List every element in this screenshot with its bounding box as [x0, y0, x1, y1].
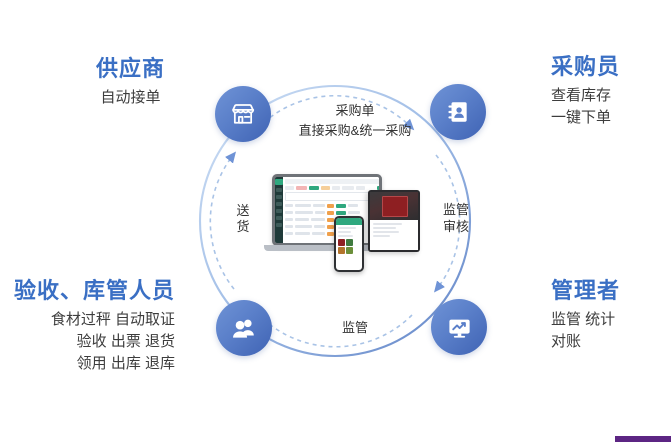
node-supplier[interactable]: [215, 86, 271, 142]
flow-right-line2: 审核: [442, 218, 469, 234]
product-thumb: [346, 239, 353, 246]
role-heading-receiver: 验收、库管人员: [14, 278, 176, 303]
flow-label-delivery: 送货: [232, 203, 254, 236]
table-row: [285, 210, 379, 215]
phone-screen: [336, 218, 362, 270]
table-row: [285, 217, 379, 222]
table-row: [285, 231, 379, 236]
node-buyer[interactable]: [430, 84, 486, 140]
tab-chip: [285, 186, 294, 190]
produce-tray: [382, 196, 408, 217]
contact-book-icon: [445, 99, 471, 125]
tab-chip: [332, 186, 340, 190]
role-label-buyer: 采购员 查看库存 一键下单: [551, 54, 620, 129]
laptop-device: [272, 174, 382, 246]
sidebar-item: [276, 223, 282, 227]
app-tab-chips: [285, 186, 379, 190]
flow-label-purchase-order: 采购单 直接采购&统一采购: [260, 101, 450, 140]
sidebar-item: [276, 209, 282, 213]
arc-buyer-to-manager: [434, 154, 461, 293]
filter-bar: [285, 192, 379, 201]
role-desc-buyer-line1: 查看库存: [551, 87, 612, 105]
role-desc-receiver-line1: 食材过秤 自动取证: [50, 311, 176, 329]
role-label-supplier: 供应商 自动接单: [96, 56, 165, 109]
tablet-info-panel: [370, 220, 418, 250]
data-table: [285, 203, 379, 236]
laptop-base: [264, 245, 390, 251]
role-desc-receiver-line2: 验收 出票 退货: [76, 333, 176, 351]
storefront-icon: [229, 100, 257, 128]
product-thumb: [346, 247, 353, 254]
produce-photo: [370, 192, 418, 220]
flow-bottom-line1: 监管: [341, 320, 368, 335]
flow-top-line2: 直接采购&统一采购: [298, 122, 412, 138]
role-desc-buyer-line2: 一键下单: [551, 109, 612, 127]
role-desc-manager-line1: 监管 统计: [551, 311, 616, 329]
arc-staff-to-supplier: [209, 151, 236, 290]
sidebar-item: [276, 195, 282, 199]
monitor-chart-icon: [446, 314, 473, 341]
flow-left-line1: 送货: [236, 203, 250, 235]
product-thumb: [338, 239, 345, 246]
sidebar-item: [276, 188, 282, 192]
users-icon: [230, 314, 258, 342]
role-label-receiver: 验收、库管人员 食材过秤 自动取证 验收 出票 退货 领用 出库 退库: [14, 278, 175, 375]
role-desc-manager-line2: 对账: [551, 333, 582, 351]
flow-label-supervise: 监管: [300, 318, 410, 338]
tab-chip-active: [309, 186, 319, 190]
flow-top-line1: 采购单: [335, 103, 375, 118]
role-heading-supplier: 供应商: [96, 56, 166, 81]
role-desc-receiver-line3: 领用 出库 退库: [76, 354, 176, 372]
sidebar-item: [276, 216, 282, 220]
tab-chip: [342, 186, 354, 190]
accent-bar: [615, 436, 671, 442]
node-warehouse-staff[interactable]: [216, 300, 272, 356]
phone-app-body: [336, 225, 362, 256]
sidebar-logo: [275, 179, 283, 185]
phone-device: [334, 216, 364, 272]
table-row: [285, 224, 379, 229]
sidebar-item: [276, 202, 282, 206]
primary-button: [377, 186, 379, 190]
tab-chip: [356, 186, 365, 190]
role-heading-manager: 管理者: [551, 278, 621, 303]
phone-product-grid: [338, 239, 360, 254]
role-label-manager: 管理者 监管 统计 对账: [551, 278, 620, 353]
node-manager[interactable]: [431, 299, 487, 355]
device-mockup-group: [264, 172, 424, 272]
tab-chip: [321, 186, 330, 190]
outer-ring: [198, 84, 472, 358]
role-heading-buyer: 采购员: [551, 54, 621, 79]
app-sidebar: [275, 177, 283, 243]
flow-right-line1: 监管: [442, 202, 469, 217]
product-thumb: [338, 247, 345, 254]
phone-app-header: [336, 218, 362, 225]
app-topbar: [285, 179, 379, 184]
flow-label-supervise-audit: 监管 审核: [436, 202, 476, 236]
role-desc-supplier-line1: 自动接单: [100, 89, 161, 107]
app-content: [283, 177, 379, 243]
tablet-device: [368, 190, 420, 252]
arc-manager-to-staff: [256, 312, 413, 348]
table-row: [285, 203, 379, 208]
tab-chip: [296, 186, 307, 190]
